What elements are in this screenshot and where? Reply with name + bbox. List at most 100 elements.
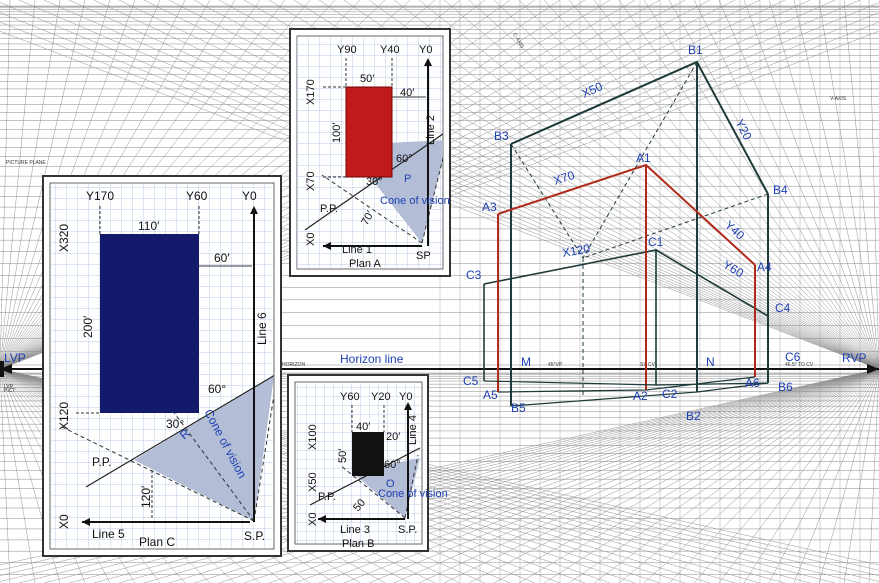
point-b4-label: B4	[773, 183, 788, 197]
plan-a-offset: 40′	[400, 87, 414, 99]
point-b6-label: B6	[778, 380, 793, 394]
plan-c-x120: X120	[57, 402, 71, 430]
plan-a-caption: Plan A	[349, 258, 381, 270]
cv-right-note: 46.5° TO CV	[785, 362, 814, 368]
plan-b-caption: Plan B	[342, 538, 374, 550]
plan-a-angle60: 60°	[396, 153, 413, 165]
plan-a-picture-plane	[304, 133, 443, 231]
plan-c-depth: 200′	[81, 315, 95, 338]
horizon-small-label: HORIZON	[282, 362, 305, 368]
axis-x70-label: X70	[552, 168, 577, 188]
plan-b-x50: X50	[307, 472, 319, 492]
plan-a-angle30: 30°	[366, 176, 383, 188]
plan-b-picture-plane	[309, 447, 421, 506]
plan-c-y0: Y0	[242, 189, 257, 203]
plan-c-angle60: 60°	[208, 382, 226, 396]
axis-y60-label: Y60	[721, 257, 747, 280]
plan-c-y60: Y60	[186, 189, 208, 203]
plan-a-y40: Y40	[380, 44, 400, 56]
box-c-edges	[483, 249, 769, 385]
plan-b-sp: S.P.	[398, 524, 417, 536]
plan-c-y170: Y170	[86, 189, 114, 203]
v-axis-label: V-AXIS	[830, 96, 847, 102]
plan-b-offset: 20′	[386, 431, 400, 443]
plan-c-cone-area	[134, 376, 274, 521]
point-c3-label: C3	[466, 268, 482, 282]
plan-c-pp: P.P.	[92, 455, 112, 469]
plan-a-y90: Y90	[337, 44, 357, 56]
plan-a-panel	[289, 28, 451, 277]
plan-c-panel	[42, 175, 282, 557]
point-c4-label: C4	[775, 301, 791, 315]
plan-b-width: 40′	[356, 421, 370, 433]
ground-lines	[483, 376, 769, 407]
plan-c-line-bottom: Line 5	[92, 527, 125, 541]
plan-c-x0: X0	[57, 514, 71, 529]
point-a2-label: A2	[633, 389, 648, 403]
plan-a-red-box	[345, 86, 393, 178]
cv-mid-note: SV CV	[640, 362, 656, 368]
point-a1-label: A1	[636, 151, 651, 165]
plan-a-sp: SP	[416, 250, 431, 262]
point-a5-label: A5	[483, 388, 498, 402]
lvp-small-label: LVP	[4, 384, 14, 390]
lvp-label: LVP	[4, 351, 26, 365]
plan-c-width: 110′	[138, 219, 160, 233]
plan-c-navy-box	[100, 234, 199, 413]
plan-c-dist: 120′	[139, 485, 153, 508]
plan-c-line-right: Line 6	[255, 312, 269, 345]
plan-c-sp: S.P.	[244, 529, 265, 543]
plan-b-depth: 50′	[337, 449, 349, 463]
plan-b-y60: Y60	[340, 391, 360, 403]
plan-a-x170: X170	[305, 79, 317, 105]
point-b3-label: B3	[494, 129, 509, 143]
plan-c-offset: 60′	[214, 251, 230, 265]
plan-b-x100: X100	[307, 424, 319, 450]
picture-plane-label: PICTURE PLANE	[6, 160, 46, 166]
plan-a-line-right: Line 2	[425, 115, 437, 145]
plan-a-cone: Cone of vision	[380, 195, 450, 207]
c-axis-label: C-AXIS	[511, 32, 525, 50]
point-n-label: N	[706, 355, 715, 369]
plan-c-x320: X320	[57, 224, 71, 252]
plan-a-depth: 100′	[331, 123, 343, 143]
plan-c-caption: Plan C	[139, 535, 175, 549]
plan-b-y20: Y20	[371, 391, 391, 403]
plan-b-pp: P.P.	[318, 491, 336, 503]
horizon-label: Horizon line	[340, 352, 404, 366]
plan-a-x70: X70	[305, 171, 317, 191]
axis-x120-label: X120	[561, 241, 591, 260]
point-m-label: M	[521, 355, 531, 369]
point-c2-label: C2	[662, 387, 678, 401]
plan-a-y0: Y0	[419, 44, 432, 56]
point-b2-label: B2	[686, 409, 701, 423]
rvp-label: RVP	[842, 351, 866, 365]
box-a-edges	[497, 163, 756, 392]
point-a4-label: A4	[757, 260, 772, 274]
plan-a-p: P	[404, 173, 411, 185]
point-b5-label: B5	[511, 401, 526, 415]
plan-b-o: O	[386, 478, 395, 490]
point-c1-label: C1	[648, 235, 664, 249]
point-a3-label: A3	[482, 200, 497, 214]
plan-b-y0: Y0	[399, 391, 412, 403]
plan-b-x0: X0	[307, 513, 319, 526]
point-b1-label: B1	[688, 43, 703, 57]
cv-left-note: 45°VP	[548, 362, 563, 368]
pict-small-label: PICT	[4, 388, 15, 394]
plan-a-line-bottom: Line 1	[342, 244, 372, 256]
point-c6-label: C6	[785, 350, 801, 364]
plan-a-pp: P.P.	[320, 203, 338, 215]
plan-c-picture-plane	[85, 374, 274, 488]
plan-b-panel	[287, 374, 429, 552]
plan-b-line-right: Line 4	[407, 415, 419, 445]
plan-a-width: 50′	[360, 73, 374, 85]
axis-x50-label: X50	[580, 79, 605, 101]
plan-c-angle30: 30°	[166, 417, 184, 431]
point-a6-label: A6	[745, 376, 760, 390]
plan-b-angle60: 60°	[384, 459, 401, 471]
plan-b-line-bottom: Line 3	[340, 524, 370, 536]
plan-b-black-box	[352, 432, 384, 476]
plan-a-x0: X0	[305, 233, 317, 246]
